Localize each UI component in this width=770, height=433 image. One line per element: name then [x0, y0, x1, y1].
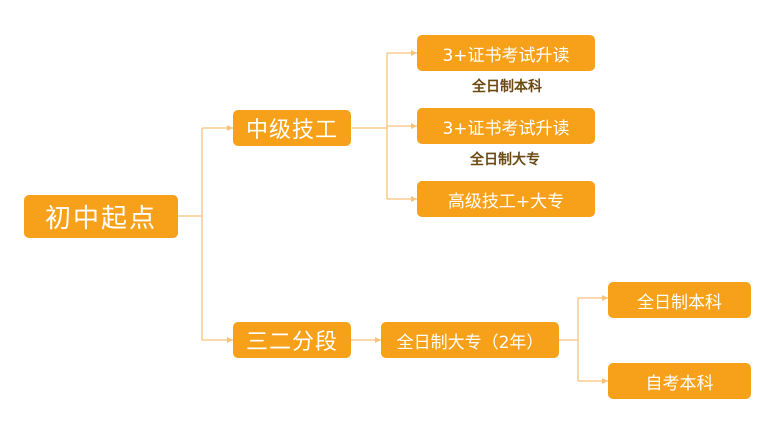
leaf-node-cert-exam-college: 3+证书考试升读	[417, 108, 595, 144]
branch-node-three-two-segment: 三二分段	[233, 322, 351, 358]
leaf-node-label: 高级技工+大专	[447, 191, 565, 212]
branch-node-label: 三二分段	[245, 330, 338, 355]
branch-1-connector	[352, 52, 417, 200]
root-node-label: 初中起点	[44, 204, 157, 234]
branch-node-label: 中级技工	[245, 118, 338, 143]
leaf-node-senior-technician-college: 高级技工+大专	[417, 181, 595, 217]
grandchild-connector	[559, 297, 608, 382]
leaf-node-self-study-bachelor: 自考本科	[608, 363, 751, 399]
leaf-node-cert-exam-bachelor: 3+证书考试升读	[417, 35, 595, 71]
root-node: 初中起点	[24, 195, 178, 238]
node-label: 全日制大专（2年）	[396, 332, 544, 353]
node-fulltime-college-2yr: 全日制大专（2年）	[381, 322, 559, 358]
leaf-node-label: 自考本科	[645, 373, 714, 394]
leaf-node-label: 全日制本科	[637, 292, 722, 313]
leaf-node-label: 3+证书考试升读	[442, 118, 570, 139]
leaf-node-note: 全日制本科	[472, 79, 542, 95]
leaf-node-fulltime-bachelor: 全日制本科	[608, 282, 751, 318]
branch-node-intermediate-technician: 中级技工	[233, 110, 351, 146]
leaf-node-label: 3+证书考试升读	[442, 45, 570, 66]
leaf-node-note: 全日制大专	[470, 152, 540, 168]
root-connector	[178, 127, 233, 341]
